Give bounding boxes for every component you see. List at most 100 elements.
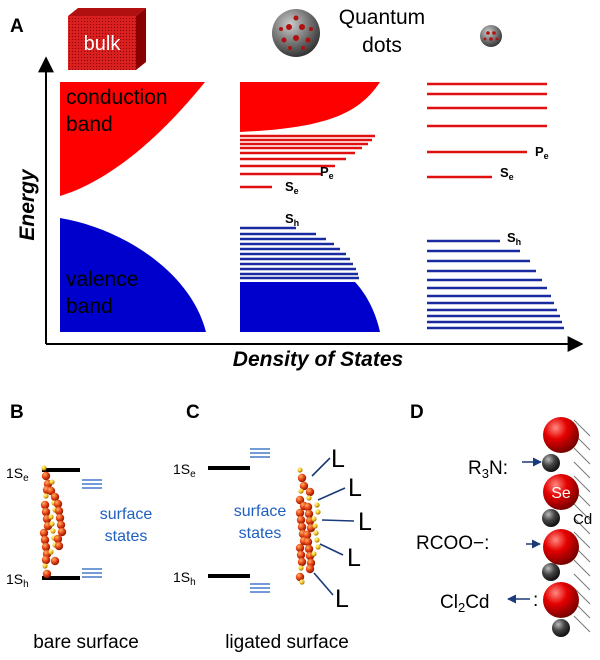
cd-atom-3 — [542, 563, 560, 581]
se-atom — [299, 481, 309, 491]
cd-atom — [41, 465, 47, 471]
quantum-label-2: dots — [362, 34, 402, 57]
cd-atom — [297, 467, 303, 473]
ligand-l-4: L — [347, 544, 361, 572]
cd-atom — [312, 523, 318, 529]
bulk-label: bulk — [84, 33, 122, 55]
cd-atom — [299, 579, 305, 585]
energy-axis-label: Energy — [16, 168, 39, 241]
se-atom — [56, 520, 66, 530]
se-atom — [41, 507, 51, 517]
se-atom — [54, 541, 64, 551]
cd-atom — [48, 514, 54, 520]
se-atom-1 — [543, 417, 579, 453]
cl2cd-colon: : — [533, 590, 538, 611]
ligand-l-2: L — [348, 474, 362, 502]
bulk-valence-band — [60, 218, 206, 332]
b-surface-states-lower — [82, 568, 102, 578]
small-qd-pe-label: Pe — [535, 144, 549, 161]
se-atom — [295, 543, 305, 553]
large-qd-valence-continuum — [240, 282, 380, 332]
large-qd-valence-levels — [240, 226, 359, 280]
se-atom — [57, 527, 67, 537]
c-nanocrystal-surface — [295, 467, 321, 585]
se-atom — [297, 557, 307, 567]
se-atom-label: Se — [551, 485, 571, 502]
c-surface-label-2: states — [239, 525, 282, 542]
c-surface-states-upper — [250, 448, 270, 458]
se-atom — [39, 528, 49, 538]
se-atom-2 — [543, 474, 579, 510]
dos-axis-label: Density of States — [233, 348, 403, 371]
se-atom — [41, 471, 51, 481]
cd-atom — [43, 493, 49, 499]
se-atom — [303, 537, 313, 547]
c-caption: ligated surface — [225, 632, 349, 653]
panel-label-a: A — [10, 16, 24, 37]
se-atom — [303, 502, 313, 512]
ligand-l-3: L — [358, 508, 372, 536]
se-atom — [296, 515, 306, 525]
c-1se-label: 1Se — [173, 461, 196, 480]
c-surface-label-1: surface — [234, 503, 287, 520]
se-atom — [46, 486, 56, 496]
bulk-conduction-band — [60, 82, 205, 196]
conduction-label-2: band — [66, 113, 113, 136]
b-nanocrystal-surface — [39, 465, 67, 579]
se-atom — [305, 564, 315, 574]
c-ligand-bonds — [311, 457, 355, 596]
cd-atom — [49, 479, 55, 485]
cd-atom — [311, 516, 317, 522]
se-atom-4 — [543, 582, 579, 618]
small-qd-conduction-levels — [427, 82, 547, 179]
cd-atom-1 — [542, 454, 560, 472]
se-atom — [55, 513, 65, 523]
cd-atom — [298, 565, 304, 571]
se-atom — [41, 555, 51, 565]
large-qd-se-label: Se — [285, 179, 299, 196]
se-atom — [40, 535, 50, 545]
cd-atom-label: Cd — [573, 511, 592, 528]
se-atom-3 — [543, 529, 579, 565]
b-surface-states-upper — [82, 479, 102, 489]
cd-atom-2 — [542, 509, 560, 527]
se-atom — [50, 556, 60, 566]
se-atom — [296, 550, 306, 560]
c-surface-states-lower — [250, 583, 270, 593]
cd-atom — [314, 537, 320, 543]
quantum-dot-large — [272, 9, 320, 57]
c-1sh-label: 1Sh — [173, 569, 196, 588]
b-surface-label-2: states — [105, 528, 148, 545]
b-1sh-label: 1Sh — [6, 571, 29, 590]
cd-atom — [50, 528, 56, 534]
valence-label-2: band — [66, 295, 113, 318]
ligand-l-5: L — [335, 585, 349, 613]
small-qd-sh-label: Sh — [507, 230, 521, 247]
se-atom — [53, 534, 63, 544]
large-qd-sh-label: Sh — [285, 211, 299, 228]
valence-label-1: valence — [66, 268, 138, 291]
se-atom — [295, 508, 305, 518]
panel-label-b: B — [10, 402, 24, 423]
quantum-label-1: Quantum — [339, 6, 425, 29]
se-atom — [41, 542, 51, 552]
small-qd-valence-levels — [427, 239, 564, 330]
se-atom — [295, 495, 305, 505]
se-atom — [53, 499, 63, 509]
bulk-block — [68, 8, 146, 70]
panel-label-d: D — [410, 402, 424, 423]
large-qd-conduction-levels — [240, 134, 375, 189]
se-atom — [297, 522, 307, 532]
large-qd-conduction-continuum — [240, 82, 380, 132]
se-atom — [54, 506, 64, 516]
ligand-l-1: L — [331, 445, 345, 473]
b-caption: bare surface — [33, 632, 139, 653]
se-atom — [295, 572, 305, 582]
cl2cd-ligand-label: Cl2Cd — [440, 592, 489, 615]
cd-atom — [48, 549, 54, 555]
b-surface-label-1: surface — [100, 506, 153, 523]
b-1se-label: 1Se — [6, 465, 29, 484]
se-atom — [42, 569, 52, 579]
large-qd-pe-label: Pe — [320, 164, 334, 181]
